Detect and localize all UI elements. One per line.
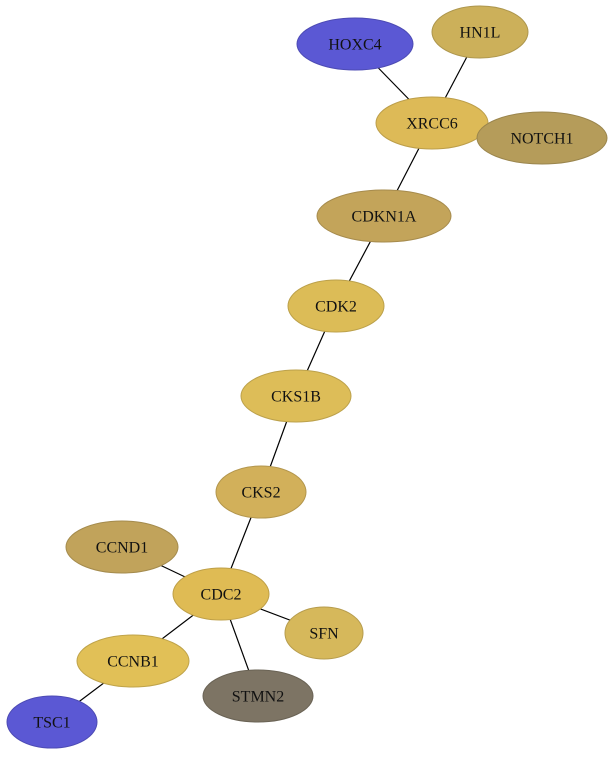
node-label: CKS1B xyxy=(271,389,321,406)
node-shape xyxy=(284,606,364,660)
node-shape xyxy=(431,5,529,59)
node-hoxc4[interactable]: HOXC4 xyxy=(296,17,414,71)
node-label: HOXC4 xyxy=(328,37,381,54)
node-label: CKS2 xyxy=(241,485,280,502)
node-label: TSC1 xyxy=(33,715,70,732)
node-shape xyxy=(172,567,270,621)
node-shape xyxy=(215,465,307,519)
node-xrcc6[interactable]: XRCC6 xyxy=(375,96,489,150)
node-notch1[interactable]: NOTCH1 xyxy=(476,111,608,165)
node-sfn[interactable]: SFN xyxy=(284,606,364,660)
node-label: CDC2 xyxy=(201,587,242,604)
node-shape xyxy=(202,669,314,723)
node-label: CCND1 xyxy=(96,540,148,557)
node-cdc2[interactable]: CDC2 xyxy=(172,567,270,621)
node-shape xyxy=(287,279,385,333)
node-cks2[interactable]: CKS2 xyxy=(215,465,307,519)
node-shape xyxy=(476,111,608,165)
node-label: STMN2 xyxy=(232,689,284,706)
node-shape xyxy=(76,634,190,688)
node-ccnb1[interactable]: CCNB1 xyxy=(76,634,190,688)
node-label: SFN xyxy=(309,626,339,643)
node-stmn2[interactable]: STMN2 xyxy=(202,669,314,723)
node-label: CCNB1 xyxy=(107,654,159,671)
node-label: XRCC6 xyxy=(406,116,458,133)
node-label: CDKN1A xyxy=(352,209,417,226)
node-label: CDK2 xyxy=(315,299,357,316)
node-cks1b[interactable]: CKS1B xyxy=(240,369,352,423)
node-shape xyxy=(65,520,179,574)
node-hn1l[interactable]: HN1L xyxy=(431,5,529,59)
node-shape xyxy=(296,17,414,71)
node-ccnd1[interactable]: CCND1 xyxy=(65,520,179,574)
node-label: HN1L xyxy=(460,25,501,42)
node-tsc1[interactable]: TSC1 xyxy=(6,695,98,749)
node-cdkn1a[interactable]: CDKN1A xyxy=(316,189,452,243)
node-cdk2[interactable]: CDK2 xyxy=(287,279,385,333)
node-label: NOTCH1 xyxy=(510,131,573,148)
node-shape xyxy=(6,695,98,749)
node-shape xyxy=(316,189,452,243)
node-shape xyxy=(240,369,352,423)
